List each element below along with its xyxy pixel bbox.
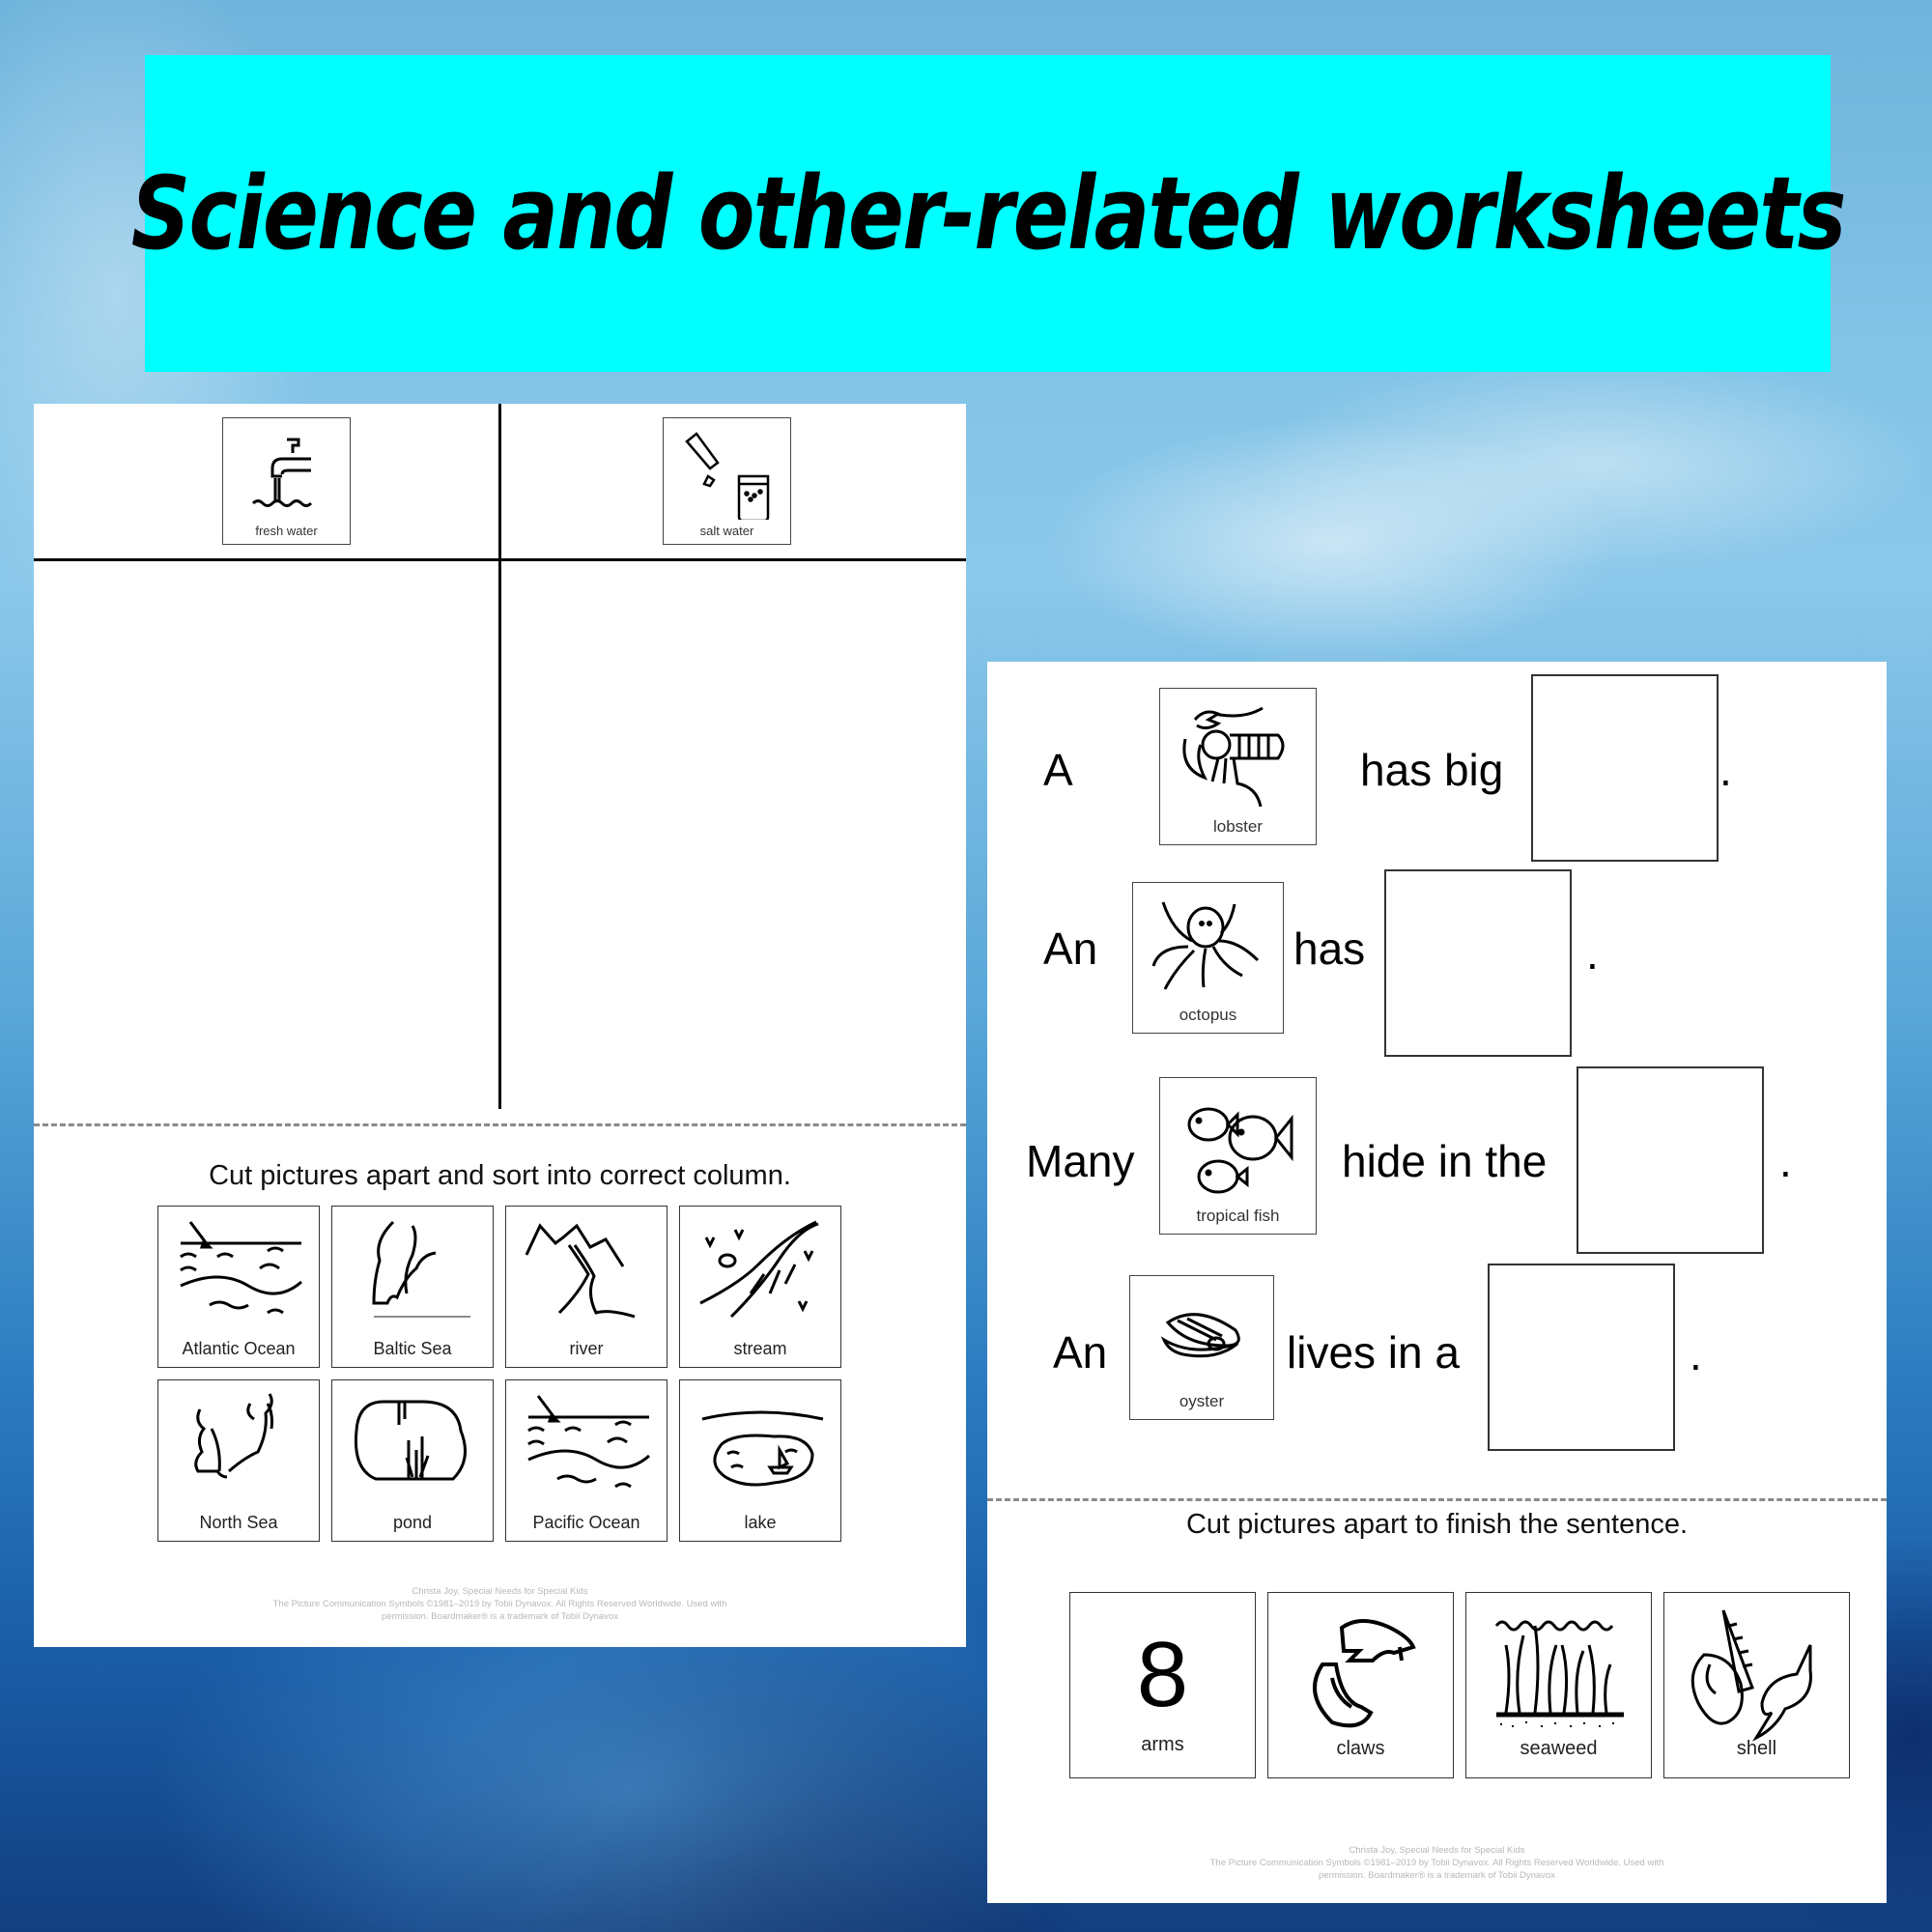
sentence-4-end: . xyxy=(1690,1329,1702,1379)
north-sea-map-icon xyxy=(194,1393,273,1479)
picture-card-pacific-ocean[interactable]: Pacific Ocean xyxy=(505,1379,668,1542)
stream-icon xyxy=(699,1220,819,1319)
faucet-water-icon xyxy=(251,438,312,507)
picture-label: North Sea xyxy=(199,1513,278,1532)
symbol-label: octopus xyxy=(1179,1006,1237,1024)
sentence-1-start: A xyxy=(1043,745,1073,795)
credits-line: Christa Joy, Special Needs for Special K… xyxy=(412,1586,588,1597)
picture-grid: Atlantic Ocean Baltic Sea river stream xyxy=(157,1206,841,1542)
credits: Christa Joy, Special Needs for Special K… xyxy=(34,1585,966,1623)
picture-label: river xyxy=(569,1339,604,1358)
picture-card-river[interactable]: river xyxy=(505,1206,668,1368)
oyster-icon xyxy=(1160,1313,1240,1358)
credits-line: permission. Boardmaker® is a trademark o… xyxy=(1319,1870,1555,1881)
octopus-icon xyxy=(1151,901,1259,990)
banner-title: Science and other-related worksheets xyxy=(130,155,1847,272)
picture-label: stream xyxy=(733,1339,787,1358)
sort-table: fresh water salt water xyxy=(34,404,966,1109)
answer-card-seaweed[interactable]: seaweed xyxy=(1465,1592,1652,1778)
river-mountains-icon xyxy=(525,1223,636,1319)
symbol-label: tropical fish xyxy=(1196,1207,1280,1225)
answer-card-shell[interactable]: shell xyxy=(1663,1592,1850,1778)
instruction-text: Cut pictures apart and sort into correct… xyxy=(209,1160,791,1191)
sentence-2-end: . xyxy=(1586,928,1599,979)
sentence-3-start: Many xyxy=(1026,1136,1135,1186)
column-divider xyxy=(498,404,501,1109)
picture-label: pond xyxy=(392,1513,433,1532)
credits-line: The Picture Communication Symbols ©1981–… xyxy=(272,1599,727,1609)
credits-line: Christa Joy, Special Needs for Special K… xyxy=(1349,1845,1525,1856)
sentence-4-middle: lives in a xyxy=(1287,1327,1460,1378)
answer-label: shell xyxy=(1736,1738,1777,1759)
cut-line xyxy=(34,1123,966,1126)
column-header-salt-water: salt water xyxy=(663,417,791,545)
tropical-fish-icon xyxy=(1187,1107,1293,1194)
answer-blank-4[interactable] xyxy=(1488,1264,1675,1451)
credits: Christa Joy, Special Needs for Special K… xyxy=(987,1844,1887,1882)
picture-card-atlantic-ocean[interactable]: Atlantic Ocean xyxy=(157,1206,320,1368)
number-eight-icon: 8 xyxy=(1136,1623,1189,1726)
lobster-icon xyxy=(1182,706,1284,807)
credits-line: The Picture Communication Symbols ©1981–… xyxy=(1209,1858,1664,1868)
symbol-card-octopus: octopus xyxy=(1132,882,1284,1034)
sorting-worksheet: fresh water salt water Cut pictures apar… xyxy=(34,404,966,1647)
lake-boat-icon xyxy=(701,1410,824,1487)
answer-card-claws[interactable]: claws xyxy=(1267,1592,1454,1778)
symbol-label: lobster xyxy=(1212,817,1264,836)
answer-blank-2[interactable] xyxy=(1384,869,1572,1057)
pond-reeds-icon xyxy=(354,1400,467,1481)
ocean-waves-icon xyxy=(527,1395,650,1489)
symbol-label: oyster xyxy=(1179,1392,1225,1410)
title-banner: Science and other-related worksheets xyxy=(131,55,1846,372)
picture-label: lake xyxy=(744,1513,777,1532)
sentence-3-end: . xyxy=(1779,1136,1792,1186)
symbol-card-lobster: lobster xyxy=(1159,688,1317,845)
cut-line xyxy=(987,1498,1887,1501)
credits-line: permission. Boardmaker® is a trademark o… xyxy=(382,1611,618,1622)
answer-blank-3[interactable] xyxy=(1577,1066,1764,1254)
instruction-text: Cut pictures apart to finish the sentenc… xyxy=(1185,1509,1689,1540)
baltic-sea-map-icon xyxy=(372,1220,470,1318)
answer-label: seaweed xyxy=(1520,1738,1598,1759)
picture-card-north-sea[interactable]: North Sea xyxy=(157,1379,320,1542)
answer-label: arms xyxy=(1141,1734,1184,1755)
sentence-2-start: An xyxy=(1043,923,1098,974)
seashells-icon xyxy=(1690,1609,1812,1742)
answer-card-arms[interactable]: 8 arms xyxy=(1069,1592,1256,1778)
answer-picture-row: 8 arms claws seaweed xyxy=(1069,1592,1850,1778)
sentence-1-middle: has big xyxy=(1360,745,1504,795)
sentence-4-start: An xyxy=(1053,1327,1108,1378)
seaweed-icon xyxy=(1494,1620,1624,1727)
picture-label: Baltic Sea xyxy=(373,1339,452,1358)
answer-label: claws xyxy=(1336,1738,1385,1759)
header-divider xyxy=(34,558,966,561)
picture-card-lake[interactable]: lake xyxy=(679,1379,841,1542)
column-header-label: salt water xyxy=(699,524,754,538)
sentence-2-middle: has xyxy=(1293,923,1366,974)
picture-card-baltic-sea[interactable]: Baltic Sea xyxy=(331,1206,494,1368)
claws-icon xyxy=(1312,1619,1416,1728)
answer-blank-1[interactable] xyxy=(1531,674,1719,862)
picture-card-stream[interactable]: stream xyxy=(679,1206,841,1368)
sentence-worksheet: A lobster has big . An octopus has . Man… xyxy=(987,662,1887,1903)
sentence-3-middle: hide in the xyxy=(1342,1136,1548,1186)
salt-shaker-glass-icon xyxy=(684,432,769,520)
picture-label: Pacific Ocean xyxy=(532,1513,640,1532)
column-header-fresh-water: fresh water xyxy=(222,417,351,545)
sentence-1-end: . xyxy=(1719,745,1732,795)
ocean-waves-icon xyxy=(180,1221,302,1315)
picture-card-pond[interactable]: pond xyxy=(331,1379,494,1542)
symbol-card-oyster: oyster xyxy=(1129,1275,1274,1420)
picture-label: Atlantic Ocean xyxy=(182,1339,296,1358)
column-header-label: fresh water xyxy=(255,524,318,538)
symbol-card-tropical-fish: tropical fish xyxy=(1159,1077,1317,1235)
